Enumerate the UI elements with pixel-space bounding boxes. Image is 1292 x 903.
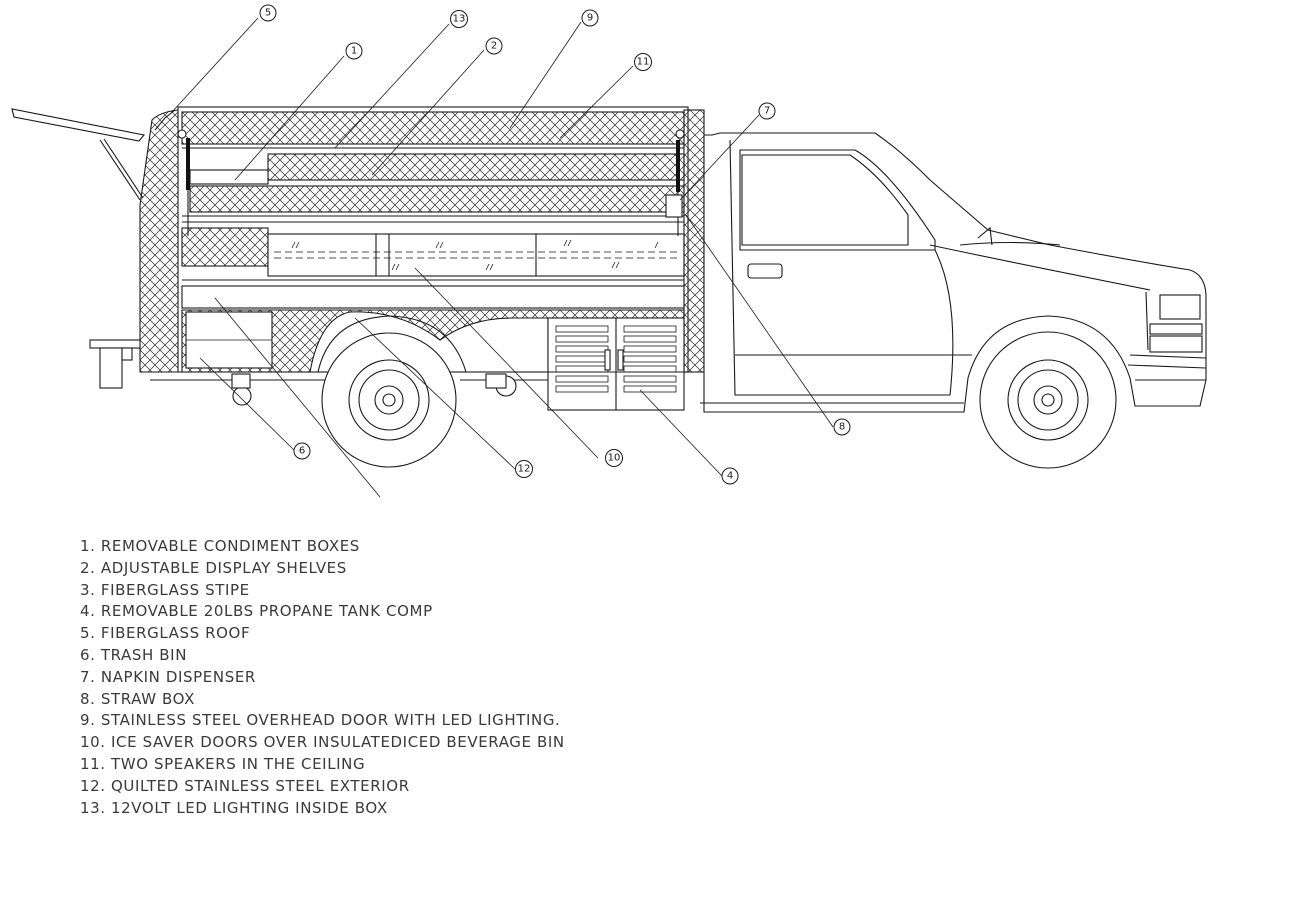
legend-item-5: 5. FIBERGLASS ROOF: [80, 624, 251, 643]
legend-item-4: 4. REMOVABLE 20LBS PROPANE TANK COMP: [80, 602, 433, 621]
callout-8: 8: [833, 418, 851, 436]
callout-1-label: 1: [351, 46, 357, 57]
callout-leaders: [171, 17, 834, 498]
callout-8-label: 8: [839, 422, 845, 433]
front-wheel: [979, 331, 1117, 469]
legend-item-8: 8. STRAW BOX: [80, 689, 195, 708]
callout-5-label: 5: [265, 8, 271, 19]
callout-13-label: 13: [453, 14, 466, 25]
callout-5: 5: [259, 4, 277, 22]
legend-item-11: 11. TWO SPEAKERS IN THE CEILING: [80, 754, 366, 773]
callout-11-label: 11: [637, 57, 650, 68]
callout-13: 13: [450, 10, 468, 28]
rear-body-quilted: [139, 109, 183, 373]
callout-6: 6: [293, 442, 311, 460]
callout-2-label: 2: [491, 41, 497, 52]
callout-bubbles: 5 1 13 2 9 11 7 8 6 12 10 4: [259, 4, 851, 485]
legend-item-6: 6. TRASH BIN: [80, 645, 188, 664]
callout-7: 7: [758, 102, 776, 120]
open-canopy-panel: [11, 108, 146, 201]
service-box: [177, 106, 705, 373]
parts-legend: 1. REMOVABLE CONDIMENT BOXES 2. ADJUSTAB…: [80, 536, 565, 819]
callout-12-label: 12: [518, 464, 531, 475]
truck-cab: [700, 132, 1207, 413]
legend-item-7: 7. NAPKIN DISPENSER: [80, 667, 256, 686]
legend-item-12: 12. QUILTED STAINLESS STEEL EXTERIOR: [80, 776, 410, 795]
callout-4-label: 4: [727, 471, 733, 482]
callout-1: 1: [345, 42, 363, 60]
legend-item-2: 2. ADJUSTABLE DISPLAY SHELVES: [80, 558, 347, 577]
rear-wheel: [317, 315, 467, 468]
food-truck-drawing: 5 1 13 2 9 11 7 8 6 12 10 4: [11, 4, 1207, 498]
callout-10: 10: [605, 449, 623, 467]
legend-item-1: 1. REMOVABLE CONDIMENT BOXES: [80, 537, 360, 555]
callout-11: 11: [634, 53, 652, 71]
callout-6-label: 6: [299, 446, 305, 457]
legend-item-13: 13. 12VOLT LED LIGHTING INSIDE BOX: [80, 798, 388, 817]
callout-9: 9: [581, 9, 599, 27]
legend-item-3: 3. FIBERGLASS STIPE: [80, 580, 250, 599]
callout-4: 4: [721, 467, 739, 485]
propane-compartment: [547, 317, 685, 411]
legend-item-9: 9. STAINLESS STEEL OVERHEAD DOOR WITH LE…: [80, 711, 561, 730]
callout-12: 12: [515, 460, 533, 478]
callout-9-label: 9: [587, 13, 593, 24]
callout-2: 2: [485, 37, 503, 55]
legend-item-10: 10. ICE SAVER DOORS OVER INSULATEDICED B…: [80, 733, 565, 752]
callout-10-label: 10: [608, 453, 621, 464]
callout-7-label: 7: [764, 106, 770, 117]
